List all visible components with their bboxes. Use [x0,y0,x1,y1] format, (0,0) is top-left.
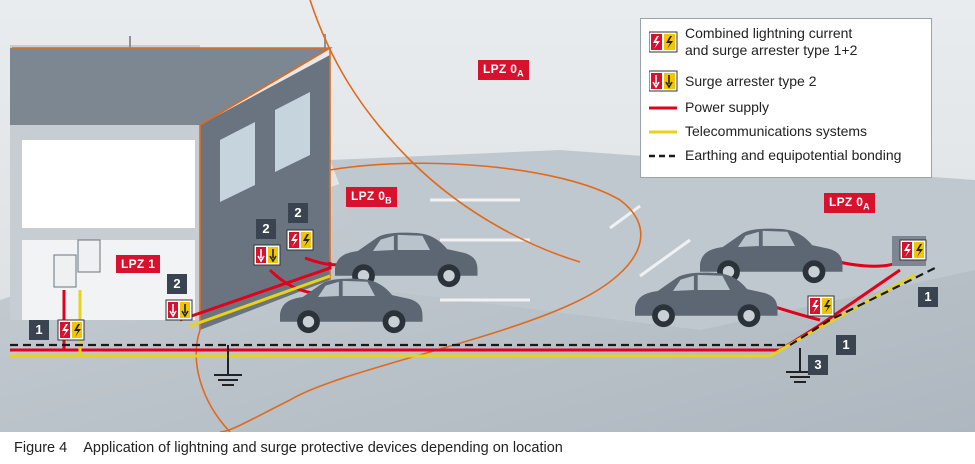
figure-caption-text: Application of lightning and surge prote… [83,440,563,456]
zone-label-lpz0a-right: LPZ 0A [824,193,875,214]
zone-label-lpz0a-top: LPZ 0A [478,60,529,81]
marker-building-1: 1 [29,320,49,340]
legend-label-power: Power supply [685,99,770,115]
yellow-line-icon [649,129,685,135]
marker-right-1b: 1 [836,335,856,355]
legend-item-earthing: Earthing and equipotential bonding [649,147,925,164]
type-1-2-arrester-icon [649,31,685,53]
red-line-icon [649,105,685,111]
legend-item-power: Power supply [649,99,925,116]
black-dashed-line-icon [649,153,685,159]
figure-caption: Figure 4 Application of lightning and sur… [14,440,563,456]
marker-garage-2b: 2 [288,203,308,223]
legend-item-telecom: Telecommunications systems [649,123,925,140]
legend-label-type-1-2-line2: and surge arrester type 1+2 [685,42,858,58]
marker-right-1a: 1 [918,287,938,307]
legend-label-type-1-2-line1: Combined lightning current [685,25,853,41]
zone-label-lpz1: LPZ 1 [116,255,161,273]
type-2-arrester-icon [649,70,685,92]
marker-building-2: 2 [167,274,187,294]
legend-item-type-1-2: Combined lightning current and surge arr… [649,25,925,59]
marker-garage-2a: 2 [256,219,276,239]
parking-lines [430,198,691,302]
legend-label-earthing: Earthing and equipotential bonding [685,147,902,163]
lightning-protection-lines [12,0,642,432]
legend: Combined lightning current and surge arr… [640,18,932,178]
figure-number: Figure 4 [14,440,68,456]
legend-label-type-2: Surge arrester type 2 [685,72,817,89]
earthing-lines [10,267,936,347]
earth-ground-symbols [214,345,814,386]
legend-item-type-2: Surge arrester type 2 [649,70,925,92]
marker-right-3: 3 [808,355,828,375]
zone-label-lpz0b: LPZ 0B [346,187,397,208]
legend-label-telecom: Telecommunications systems [685,123,868,139]
